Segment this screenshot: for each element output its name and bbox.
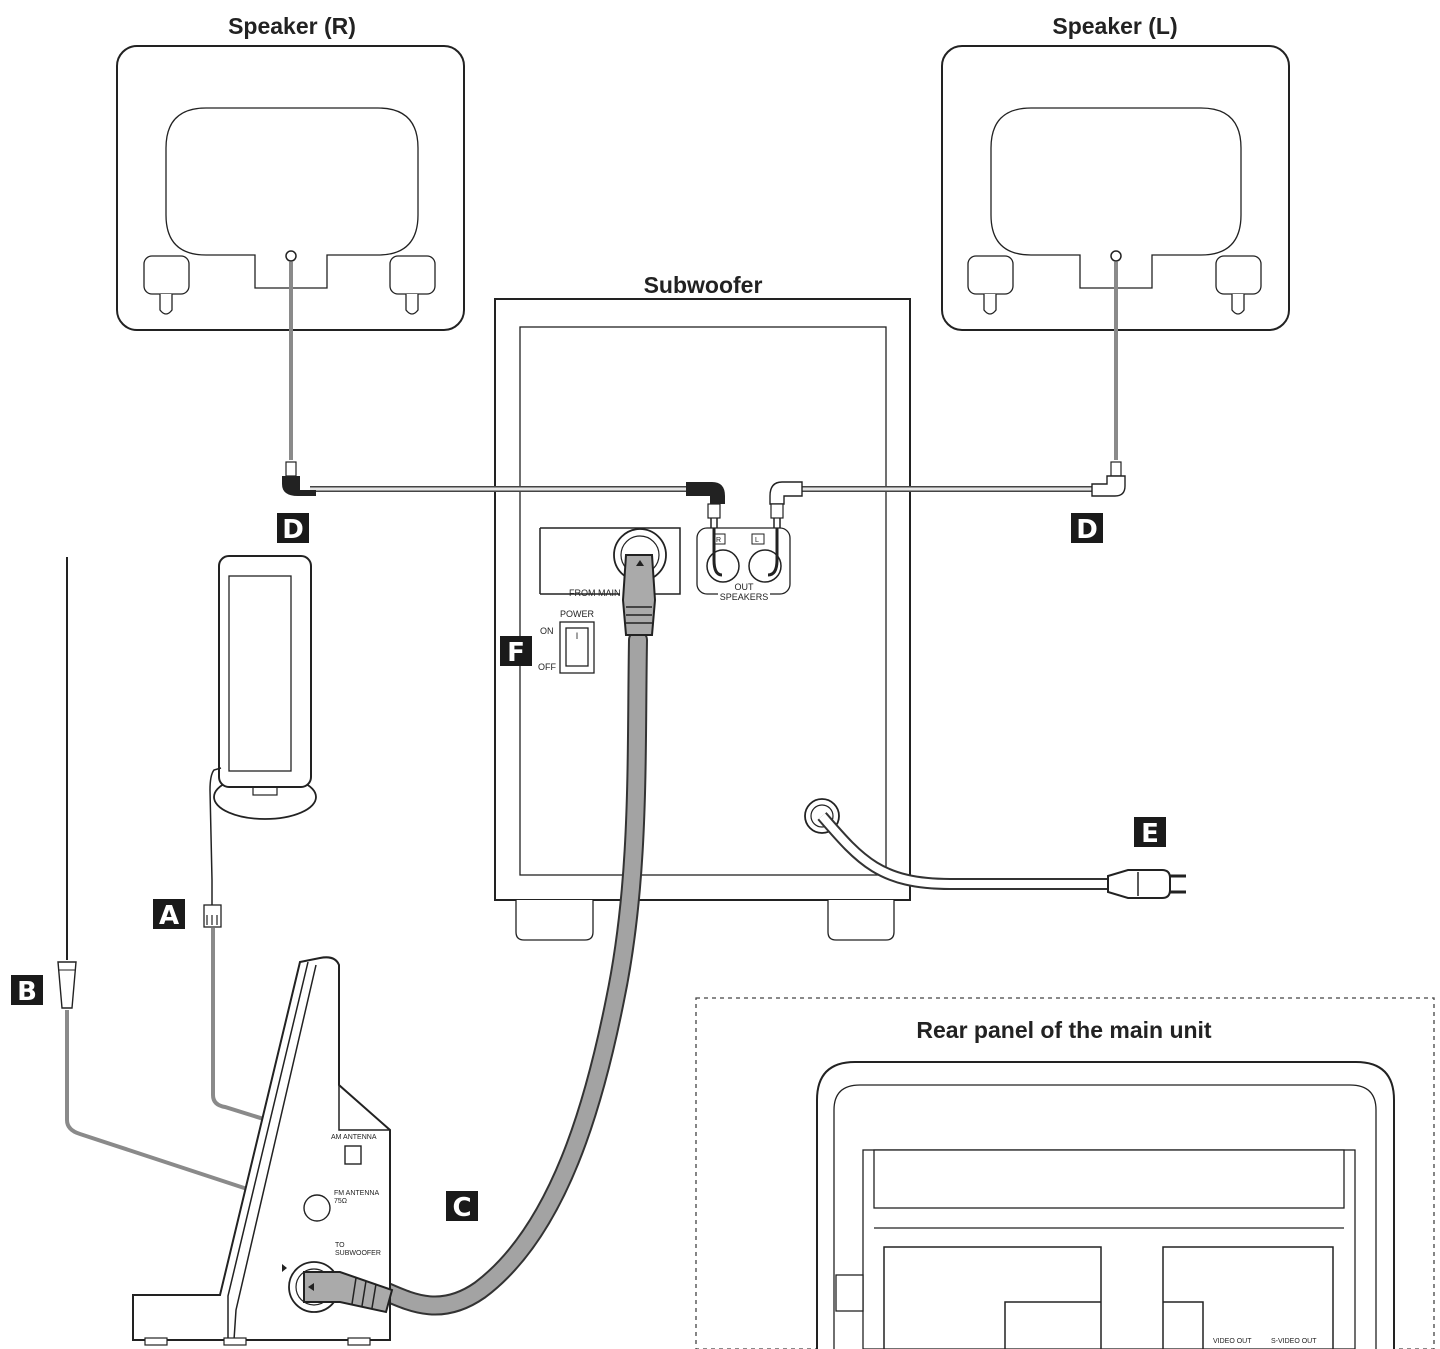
svg-text:C: C: [452, 1193, 471, 1223]
badge-a: A: [153, 899, 185, 931]
badge-e: E: [1134, 817, 1166, 849]
svg-text:B: B: [17, 977, 37, 1007]
svg-text:D: D: [282, 515, 304, 545]
am-antenna-label: AM ANTENNA: [331, 1134, 377, 1141]
sub-plug-l: [769, 481, 803, 528]
to-subwoofer-label-2: SUBWOOFER: [335, 1250, 381, 1257]
rear-panel: [816, 1061, 1395, 1349]
power-switch-mark: I: [576, 631, 579, 641]
subwoofer: FROM MAIN R L OUT SPEAKERS POWER I ON OF…: [494, 298, 911, 941]
svg-text:A: A: [159, 901, 179, 931]
system-cable-main-plug: [303, 1271, 394, 1314]
am-antenna-cable: [211, 928, 355, 1149]
speaker-r-title: Speaker (R): [228, 13, 356, 39]
out-label: OUT: [735, 582, 755, 592]
fm-antenna-cable: [65, 1010, 303, 1209]
to-subwoofer-label-1: TO: [335, 1242, 345, 1249]
power-label: POWER: [560, 609, 595, 619]
jack-l-label: L: [755, 537, 759, 544]
rear-panel-title: Rear panel of the main unit: [916, 1017, 1212, 1043]
rear-panel-inset: [695, 997, 1435, 1349]
jack-r: [706, 549, 740, 583]
badge-d-right: D: [1071, 513, 1103, 545]
badge-c: C: [446, 1191, 478, 1223]
svg-text:D: D: [1076, 515, 1098, 545]
power-off-label: OFF: [538, 662, 556, 672]
speaker-l-title: Speaker (L): [1052, 13, 1177, 39]
fm-antenna: [57, 557, 77, 1009]
speakers-label: SPEAKERS: [720, 592, 769, 602]
speaker-r: [116, 45, 465, 331]
fm-antenna-label-1: FM ANTENNA: [334, 1190, 379, 1197]
speaker-l-plug: [1091, 461, 1126, 497]
badge-b: B: [11, 975, 43, 1007]
am-loop-antenna: [203, 555, 317, 928]
badge-d-left: D: [277, 513, 309, 545]
video-out-label: VIDEO OUT: [1213, 1338, 1252, 1345]
subwoofer-title: Subwoofer: [644, 272, 763, 298]
main-unit-side: [132, 956, 391, 1346]
jack-r-label: R: [716, 537, 721, 544]
fm-antenna-label-2: 75Ω: [334, 1198, 347, 1205]
am-antenna-terminal: [344, 1145, 362, 1165]
svg-text:E: E: [1141, 819, 1159, 849]
s-video-out-label: S-VIDEO OUT: [1271, 1338, 1317, 1345]
from-main-label: FROM MAIN: [569, 588, 621, 598]
badge-f: F: [500, 636, 532, 668]
svg-text:F: F: [507, 638, 525, 668]
fm-antenna-terminal: [303, 1194, 331, 1222]
power-on-label: ON: [540, 626, 554, 636]
sub-plug-r: [686, 482, 725, 528]
system-cable-sub-plug: [621, 554, 657, 636]
speaker-r-plug: [282, 461, 316, 496]
power-plug: [1107, 869, 1186, 899]
